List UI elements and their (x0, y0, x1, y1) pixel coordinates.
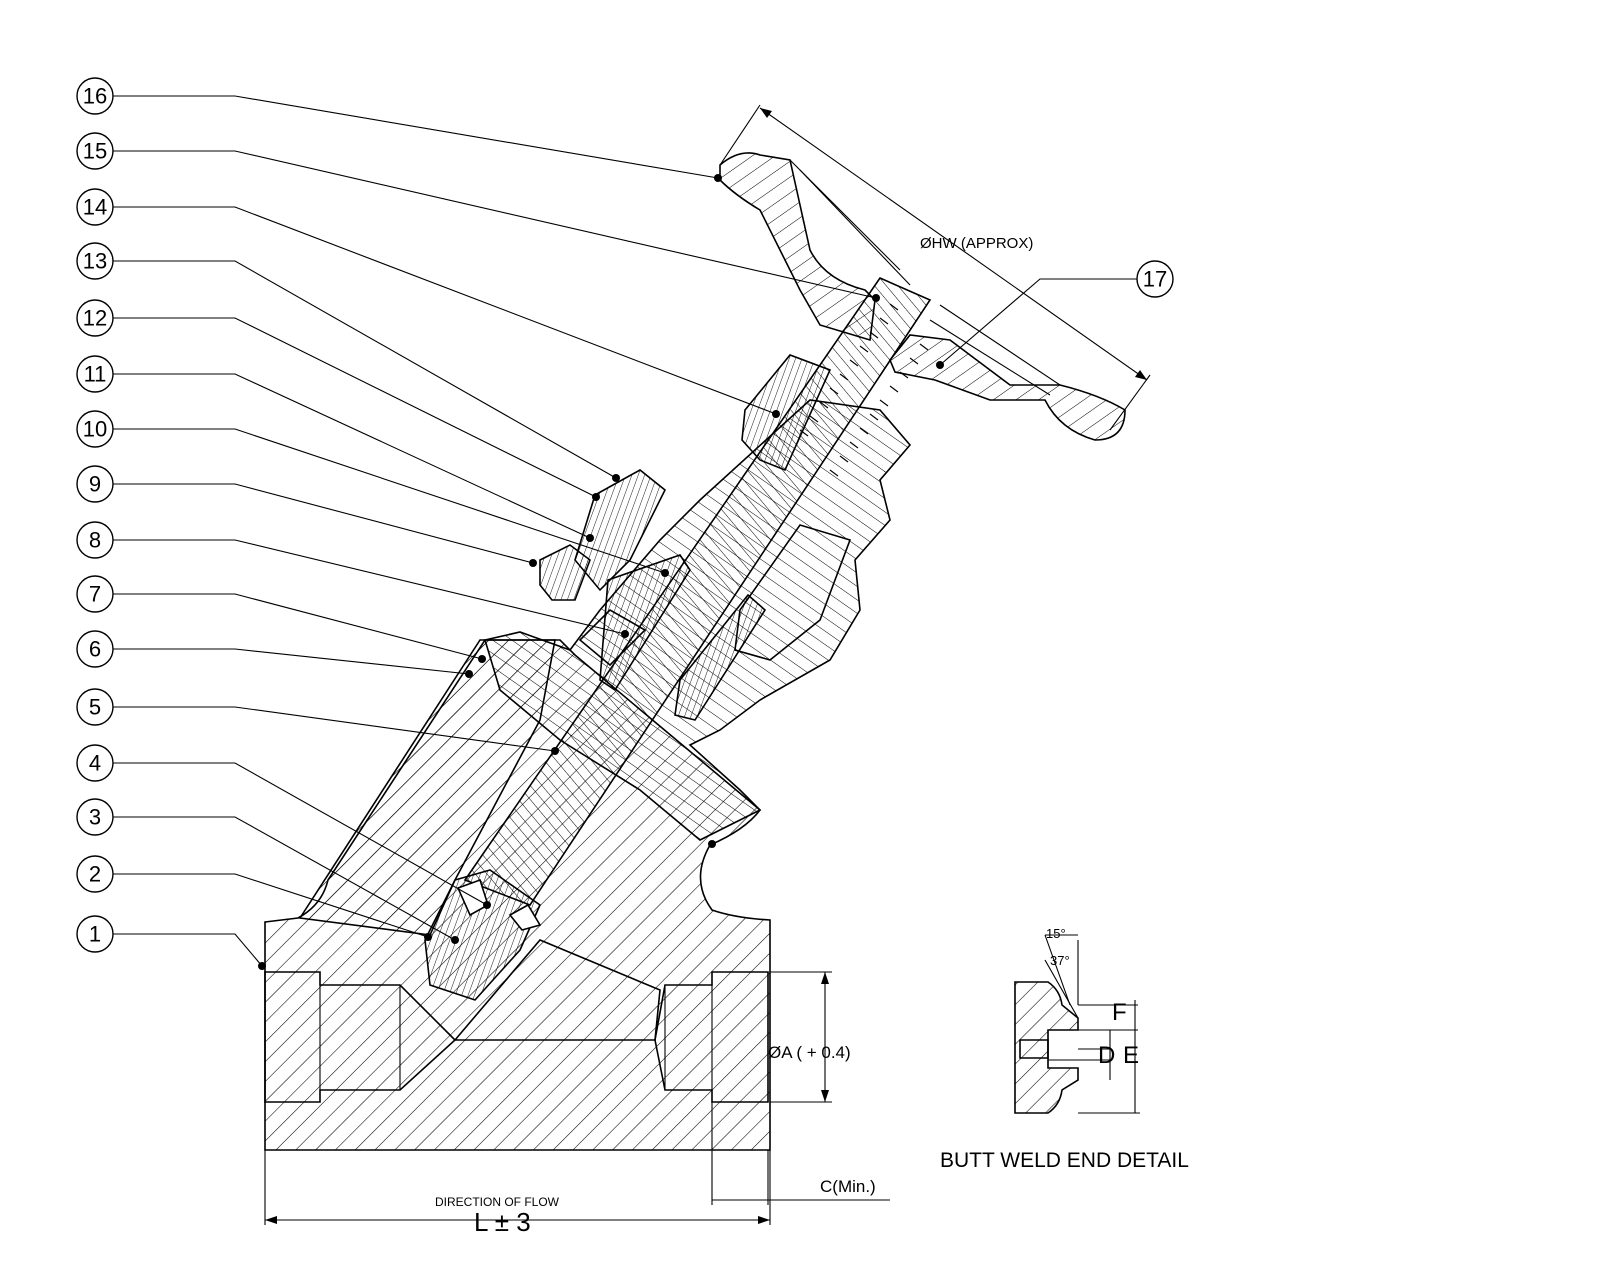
stem (463, 277, 932, 906)
svg-text:2: 2 (89, 862, 101, 887)
svg-text:3: 3 (89, 805, 101, 830)
svg-text:12: 12 (83, 306, 107, 331)
balloon-10: 10 (76, 410, 114, 448)
svg-text:17: 17 (1143, 267, 1167, 292)
svg-text:7: 7 (89, 582, 101, 607)
svg-text:14: 14 (83, 195, 107, 220)
butt-weld-end-detail: 15° 37° F D E BUTT WELD END DETAIL (940, 926, 1189, 1172)
balloon-13: 13 (76, 242, 114, 280)
svg-text:13: 13 (83, 249, 107, 274)
label-dim-e: E (1123, 1042, 1139, 1069)
dimension-socket-depth: C(Min.) (711, 1102, 890, 1205)
dimension-overall-length: DIRECTION OF FLOW L ± 3 (264, 1150, 771, 1237)
yoke-nut (741, 354, 832, 472)
balloon-17: 17 (1136, 260, 1174, 298)
balloon-8: 8 (76, 521, 114, 559)
svg-text:1: 1 (89, 922, 101, 947)
svg-text:5: 5 (89, 695, 101, 720)
svg-text:4: 4 (89, 751, 101, 776)
handwheel (719, 152, 1126, 441)
balloon-12: 12 (76, 299, 114, 337)
balloon-15: 15 (76, 132, 114, 170)
label-flow-direction: DIRECTION OF FLOW (435, 1195, 560, 1209)
balloon-14: 14 (76, 188, 114, 226)
balloon-6: 6 (76, 630, 114, 668)
svg-text:9: 9 (89, 472, 101, 497)
svg-text:16: 16 (83, 84, 107, 109)
svg-text:11: 11 (84, 362, 107, 387)
balloon-3: 3 (76, 798, 114, 836)
label-angle-37: 37° (1050, 953, 1070, 968)
detail-title: BUTT WELD END DETAIL (940, 1149, 1189, 1172)
gland-assembly (539, 469, 767, 721)
label-overall-length: L ± 3 (474, 1207, 531, 1237)
svg-text:6: 6 (89, 637, 101, 662)
label-angle-15: 15° (1046, 926, 1066, 941)
balloon-11: 11 (76, 355, 114, 393)
label-dim-f: F (1112, 999, 1127, 1026)
svg-text:10: 10 (83, 417, 107, 442)
balloon-7: 7 (76, 575, 114, 613)
label-port-diameter: ØA ( + 0.4) (768, 1043, 851, 1062)
label-socket-depth: C(Min.) (820, 1177, 876, 1196)
leader-lines (113, 95, 1137, 970)
svg-text:8: 8 (89, 528, 101, 553)
balloon-9: 9 (76, 465, 114, 503)
svg-text:15: 15 (83, 139, 107, 164)
dimension-port-diameter: ØA ( + 0.4) (768, 971, 851, 1103)
balloon-2: 2 (76, 855, 114, 893)
balloon-5: 5 (76, 688, 114, 726)
label-handwheel-diameter: ØHW (APPROX) (920, 235, 1033, 252)
balloon-16: 16 (76, 77, 114, 115)
dimension-handwheel-diameter: ØHW (APPROX) (719, 104, 1151, 431)
balloon-4: 4 (76, 744, 114, 782)
balloon-1: 1 (76, 915, 114, 953)
label-dim-d: D (1098, 1042, 1115, 1069)
